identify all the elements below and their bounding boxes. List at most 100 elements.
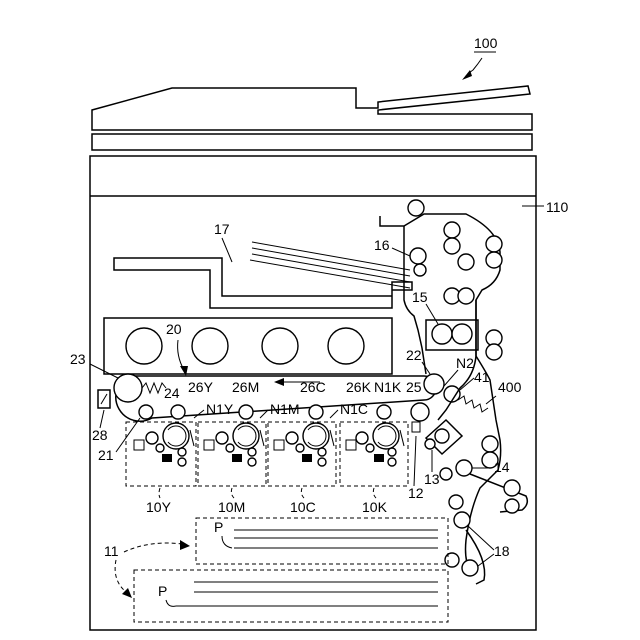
- label-12: 12: [408, 485, 424, 501]
- label-p-upper: P: [214, 519, 223, 535]
- label-28: 28: [92, 427, 108, 443]
- developer-box-c: [274, 440, 284, 450]
- label-p-lower: P: [158, 583, 167, 599]
- charging-roller-m: [216, 432, 228, 444]
- supply-roller-k-1: [388, 448, 396, 456]
- exit-roller-right: [458, 254, 474, 270]
- exit-roller-16-pair: [414, 264, 426, 276]
- primary-transfer-roller-k: [377, 405, 391, 419]
- label-n1c: N1C: [340, 401, 368, 417]
- exit-roller-16: [410, 248, 426, 264]
- label-21-leader: [116, 418, 140, 452]
- label-p-lower-leader: [166, 600, 176, 606]
- exit-roller-upper-1: [408, 200, 424, 216]
- station-10c: [268, 422, 336, 486]
- label-11-leader-lower: [115, 560, 126, 592]
- label-p-upper-leader: [222, 536, 232, 548]
- label-26k: 26K: [346, 379, 372, 395]
- label-n1c-leader: [330, 410, 338, 418]
- exit-roller-upper-2: [444, 222, 460, 238]
- cleaner-blade: [101, 394, 107, 404]
- label-41: 41: [474, 369, 490, 385]
- cleaning-blade-y: [190, 430, 194, 446]
- developing-roller-y: [156, 444, 164, 452]
- document-feeder: [92, 86, 532, 130]
- conveyance-roller-2: [458, 288, 474, 304]
- station-10m: [198, 422, 266, 486]
- label-10c-leader: [301, 488, 304, 498]
- primary-transfer-roller-m: [239, 405, 253, 419]
- sensor-box: [412, 422, 420, 432]
- label-15: 15: [412, 289, 428, 305]
- label-10k: 10K: [362, 499, 388, 515]
- label-10y-leader: [159, 488, 160, 498]
- label-20-leader: [178, 340, 184, 370]
- developer-box-m: [204, 440, 214, 450]
- laser-unit-y: [126, 328, 162, 364]
- feed-roller-lower-a: [445, 553, 459, 567]
- label-400-leader: [486, 396, 496, 404]
- label-22: 22: [406, 347, 422, 363]
- duplex-roller-2: [486, 252, 502, 268]
- label-10m-leader: [231, 488, 234, 498]
- label-n1m: N1M: [270, 401, 300, 417]
- label-n1y: N1Y: [206, 401, 234, 417]
- stacked-sheet-3: [252, 254, 410, 282]
- developing-roller-m: [226, 444, 234, 452]
- scanner-unit: [92, 134, 532, 150]
- station-10k: [340, 422, 408, 486]
- feed-roller-lower-b: [462, 560, 478, 576]
- developer-box-y: [134, 440, 144, 450]
- developing-roller-c: [296, 444, 304, 452]
- supply-roller-m-1: [248, 448, 256, 456]
- exit-roller-upper-3: [444, 238, 460, 254]
- supply-roller-k-2: [388, 458, 396, 466]
- fixing-roller-heat: [432, 324, 452, 344]
- duplex-roller-1: [486, 236, 502, 252]
- label-26m: 26M: [232, 379, 259, 395]
- feed-roller-upper-a: [449, 495, 463, 509]
- laser-unit-k: [328, 328, 364, 364]
- label-17-leader: [222, 238, 232, 262]
- manual-feed-roller-pair: [440, 468, 452, 480]
- laser-unit-m: [192, 328, 228, 364]
- supply-roller-y-1: [178, 448, 186, 456]
- belt-direction-arrowhead: [274, 378, 284, 386]
- station-10y: [126, 422, 196, 486]
- photoconductor-drum-y: [163, 423, 189, 449]
- laser-unit-c: [262, 328, 298, 364]
- label-100-arrowhead: [462, 70, 472, 80]
- registration-roller-13: [435, 429, 449, 443]
- drive-roller: [114, 374, 142, 402]
- label-10m: 10M: [218, 499, 245, 515]
- label-n2-leader: [444, 370, 458, 386]
- fixing-roller-pressure: [452, 324, 472, 344]
- primary-transfer-roller-c: [309, 405, 323, 419]
- manual-feed-roller-14: [456, 460, 472, 476]
- tension-roller: [139, 405, 153, 419]
- toner-cartridge-c: [302, 454, 312, 462]
- developer-box-k: [346, 440, 356, 450]
- label-15-leader: [426, 304, 438, 324]
- label-21: 21: [98, 447, 114, 463]
- duplex-roller-4: [486, 344, 502, 360]
- cleaning-blade-c: [330, 430, 334, 446]
- label-n1k: N1K: [374, 379, 402, 395]
- label-11: 11: [104, 543, 119, 559]
- label-26c: 26C: [300, 379, 326, 395]
- paper-cassette-upper: [196, 518, 448, 564]
- label-14: 14: [494, 459, 510, 475]
- paper-cassette-lower: [134, 570, 448, 622]
- charging-roller-y: [146, 432, 158, 444]
- toner-cartridge-k: [374, 454, 384, 462]
- photoconductor-drum-k: [373, 423, 399, 449]
- label-400: 400: [498, 379, 522, 395]
- label-10y: 10Y: [146, 499, 172, 515]
- label-16-leader: [392, 248, 410, 256]
- charging-roller-c: [286, 432, 298, 444]
- label-23: 23: [70, 351, 86, 367]
- toner-cartridge-y: [162, 454, 172, 462]
- supply-roller-y-2: [178, 458, 186, 466]
- label-10k-leader: [373, 488, 376, 498]
